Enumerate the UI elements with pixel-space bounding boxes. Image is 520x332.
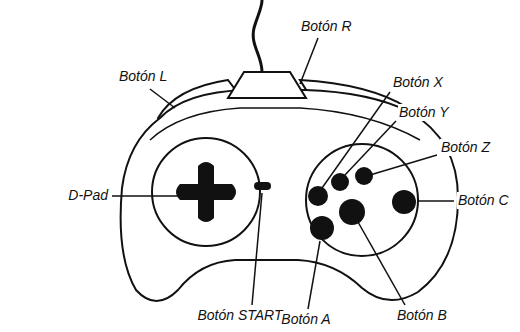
leader-line bbox=[358, 222, 405, 305]
leader-line bbox=[300, 38, 318, 84]
part-label: Botón Y bbox=[398, 104, 450, 121]
button-c bbox=[392, 190, 416, 214]
leader-line bbox=[252, 193, 262, 305]
cable bbox=[253, 0, 262, 72]
part-label: Botón Z bbox=[440, 139, 491, 156]
part-label: Botón R bbox=[300, 18, 353, 35]
button-well bbox=[306, 144, 418, 256]
part-label: D-Pad bbox=[67, 187, 109, 204]
part-label: Botón START bbox=[196, 307, 283, 324]
inner-ridge bbox=[150, 108, 420, 140]
button-a bbox=[310, 216, 334, 240]
leader-line bbox=[417, 200, 454, 202]
leader-line bbox=[308, 241, 320, 309]
start-button bbox=[254, 182, 271, 190]
leader-line bbox=[344, 121, 396, 176]
part-label: Botón A bbox=[280, 311, 331, 328]
part-label: Botón X bbox=[392, 74, 444, 91]
dpad bbox=[176, 162, 236, 222]
button-x bbox=[308, 186, 328, 206]
part-label: Botón C bbox=[457, 192, 510, 209]
leader-line bbox=[150, 89, 175, 108]
button-y bbox=[331, 173, 349, 191]
button-z bbox=[355, 167, 373, 185]
part-label: Botón B bbox=[396, 307, 448, 324]
cable-housing bbox=[228, 72, 306, 98]
dpad-well bbox=[152, 138, 260, 246]
leader-line bbox=[112, 195, 180, 197]
leader-line bbox=[370, 155, 437, 175]
leader-line bbox=[322, 92, 390, 188]
part-label: Botón L bbox=[118, 68, 168, 85]
button-b bbox=[339, 199, 365, 225]
